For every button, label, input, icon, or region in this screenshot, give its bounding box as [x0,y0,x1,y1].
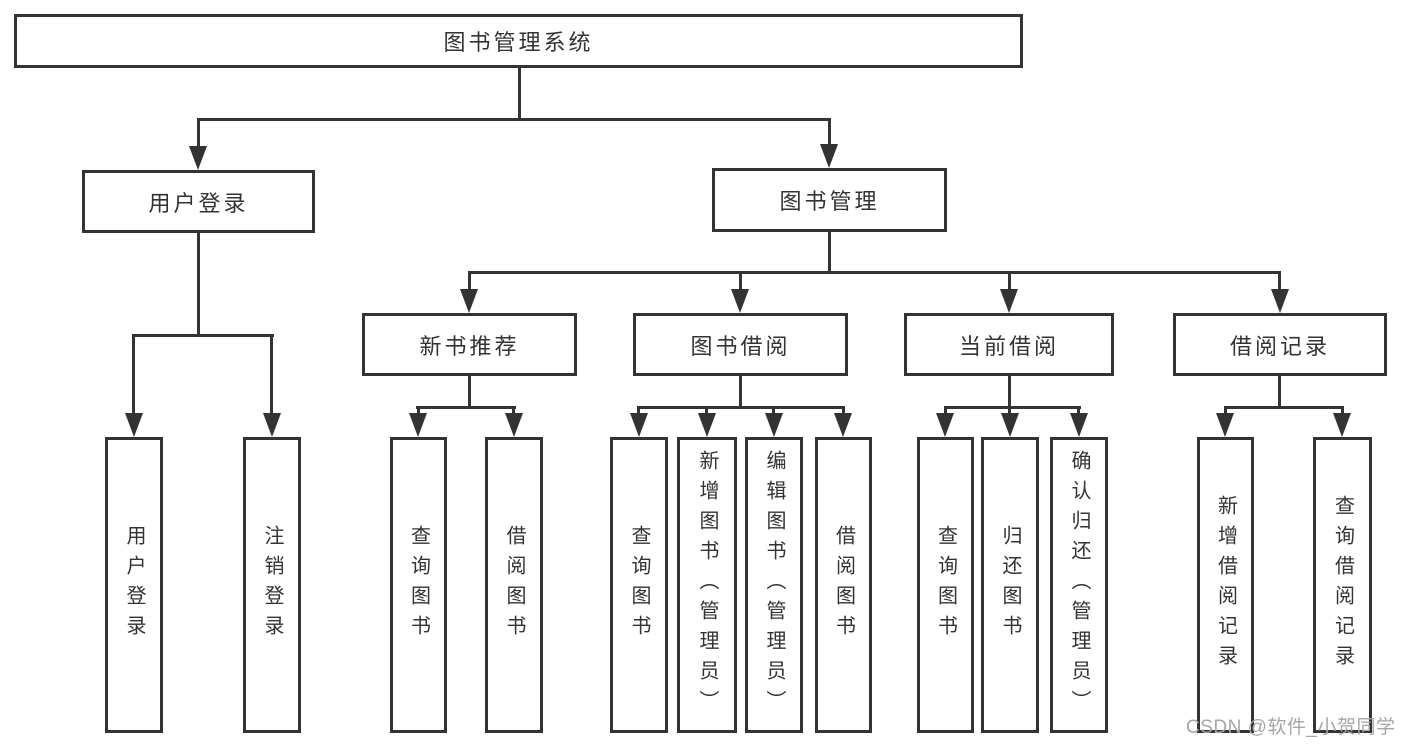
arrowhead-down-icon [820,144,838,168]
connector-line [468,271,471,292]
node-leaf-borrow-books-recommend: 借阅图书 [485,437,543,733]
node-label: 归还图书 [999,525,1021,645]
arrowhead-down-icon [1000,289,1018,313]
connector-line [637,406,640,418]
node-label: 查询图书 [934,525,957,645]
arrowhead-down-icon [834,413,852,437]
connector-line [944,406,947,418]
node-label: 查询借阅记录 [1331,495,1354,675]
connector-line [944,406,1081,409]
node-label: 新增借阅记录 [1214,495,1237,675]
node-label: 当前借阅 [958,333,1059,359]
connector-line [416,406,516,409]
node-label: 新书推荐 [419,333,520,359]
connector-line [270,334,273,416]
arrowhead-down-icon [630,413,648,437]
node-book-management: 图书管理 [712,168,947,232]
node-book-management-system: 图书管理系统 [14,14,1023,68]
connector-line [828,232,831,274]
node-leaf-logout: 注销登录 [243,437,301,733]
connector-line [1008,406,1011,418]
arrowhead-down-icon [505,413,523,437]
node-label: 确认归还（管理员） [1068,450,1090,720]
connector-line [197,233,200,337]
connector-line [705,406,708,418]
node-label: 查询图书 [407,525,430,645]
connector-line [197,118,831,121]
node-leaf-query-books-borrowing: 查询图书 [610,437,668,733]
connector-line [132,334,135,416]
node-leaf-confirm-return-admin: 确认归还（管理员） [1050,437,1108,733]
node-label: 图书管理系统 [443,30,594,55]
node-leaf-query-books-current: 查询图书 [917,437,974,733]
arrowhead-down-icon [1001,413,1019,437]
node-label: 查询图书 [628,525,650,645]
connector-line [197,118,200,149]
arrowhead-down-icon [189,146,207,170]
node-leaf-edit-book-admin: 编辑图书（管理员） [745,437,803,733]
node-label: 用户登录 [123,525,145,645]
node-leaf-query-books-recommend: 查询图书 [390,437,447,733]
arrowhead-down-icon [1216,413,1234,437]
connector-line [1278,376,1281,409]
connector-line [828,118,831,147]
connector-line [739,271,742,292]
connector-line [468,376,471,409]
node-book-borrowing: 图书借阅 [633,313,848,376]
arrowhead-down-icon [698,413,716,437]
node-label: 借阅图书 [503,525,525,645]
connector-line [772,406,775,418]
node-borrowing-records: 借阅记录 [1173,313,1387,376]
arrowhead-down-icon [460,289,478,313]
connector-line [132,334,274,337]
connector-line [842,406,845,418]
connector-line [1278,271,1281,292]
arrowhead-down-icon [765,413,783,437]
node-label: 用户登录 [148,190,249,216]
connector-line [512,406,515,418]
arrowhead-down-icon [409,413,427,437]
node-leaf-user-login: 用户登录 [105,437,163,733]
node-label: 注销登录 [261,525,283,645]
node-label: 图书管理 [779,189,880,214]
connector-line [1008,376,1011,409]
connector-line [468,271,1281,274]
connector-line [739,376,742,409]
arrowhead-down-icon [936,413,954,437]
arrowhead-down-icon [1333,413,1351,437]
node-current-borrowing: 当前借阅 [904,313,1114,376]
node-leaf-return-book: 归还图书 [981,437,1039,733]
connector-line [518,68,521,121]
connector-line [637,406,845,409]
arrowhead-down-icon [263,413,281,437]
node-label: 编辑图书（管理员） [763,450,785,720]
node-label: 新增图书（管理员） [696,450,718,720]
node-leaf-add-book-admin: 新增图书（管理员） [677,437,737,733]
node-leaf-query-borrow-record: 查询借阅记录 [1313,437,1372,733]
connector-line [1224,406,1227,418]
arrowhead-down-icon [1070,413,1088,437]
connector-line [417,406,420,418]
node-new-book-recommendation: 新书推荐 [362,313,577,376]
arrowhead-down-icon [1271,289,1289,313]
watermark: CSDN @软件_小贺同学 [1186,717,1396,738]
node-leaf-borrow-books: 借阅图书 [815,437,872,733]
arrowhead-down-icon [125,413,143,437]
arrowhead-down-icon [731,289,749,313]
node-label: 借阅图书 [832,525,855,645]
connector-line [1008,271,1011,292]
node-user-login: 用户登录 [82,170,315,233]
connector-line [1077,406,1080,418]
connector-line [1341,406,1344,418]
node-label: 图书借阅 [690,333,791,359]
connector-line [1224,406,1344,409]
node-leaf-add-borrow-record: 新增借阅记录 [1197,437,1254,733]
node-label: 借阅记录 [1229,333,1330,359]
